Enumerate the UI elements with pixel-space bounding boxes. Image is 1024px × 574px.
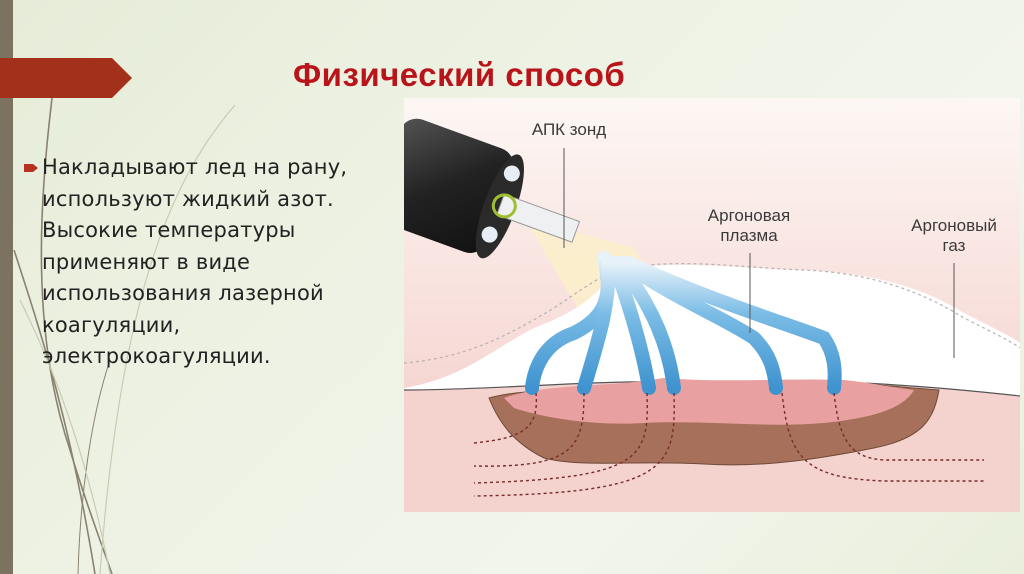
plasma-label: Аргоновая плазма	[684, 206, 814, 246]
gas-label-line2: газ	[942, 236, 966, 255]
gas-label: Аргоновый газ	[894, 216, 1014, 256]
probe-label: АПК зонд	[531, 120, 607, 139]
gas-label-line1: Аргоновый	[911, 216, 997, 235]
apc-diagram: АПК зонд Аргоновая плазма Аргоновый газ	[404, 98, 1020, 512]
left-accent-bar	[0, 0, 13, 574]
slide-title: Физический способ	[293, 56, 626, 93]
title-arrow-shape	[0, 58, 132, 98]
arrow-bullet-icon	[24, 164, 38, 172]
plasma-label-line2: плазма	[720, 226, 778, 245]
bullet-text: Накладывают лед на рану, используют жидк…	[42, 155, 348, 368]
plasma-label-line1: Аргоновая	[707, 206, 791, 225]
decorative-vines	[13, 97, 236, 574]
